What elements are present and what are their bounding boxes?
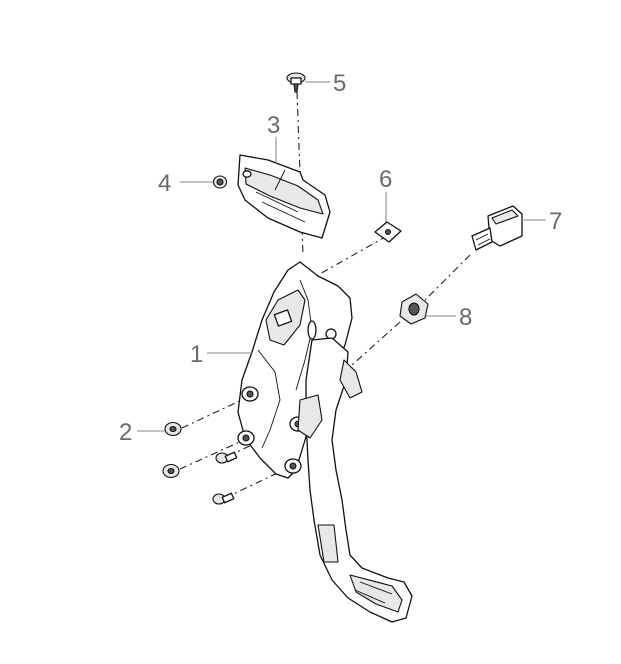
screw-part — [286, 72, 306, 93]
callout-1: 1 — [190, 341, 203, 368]
grommet-part — [399, 293, 429, 325]
callout-5: 5 — [333, 70, 346, 97]
callout-8: 8 — [459, 304, 472, 331]
clip-part — [374, 221, 402, 243]
callout-4: 4 — [158, 170, 171, 197]
bracket-cover-part — [237, 154, 331, 239]
callout-labels: 1 2 3 4 5 6 7 8 — [119, 70, 562, 446]
callout-3: 3 — [267, 112, 280, 139]
pedal-switch-part — [471, 205, 523, 251]
callout-6: 6 — [379, 166, 392, 193]
assembly-lines — [179, 91, 471, 499]
nut-part — [212, 175, 228, 189]
callout-7: 7 — [549, 208, 562, 235]
leader-lines — [137, 81, 546, 432]
callout-2: 2 — [119, 419, 132, 446]
bolts-part — [162, 421, 238, 505]
pedal-assembly-part — [237, 261, 413, 623]
